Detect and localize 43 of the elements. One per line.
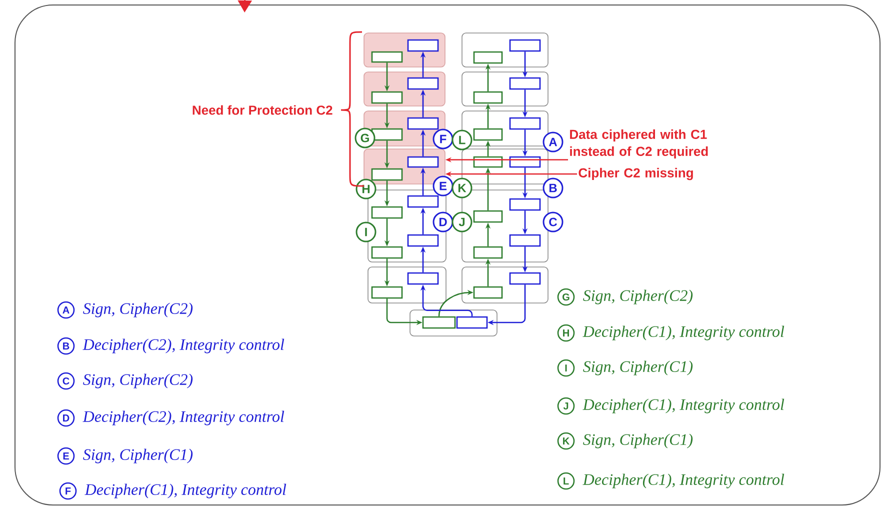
legend-text: Decipher(C1), Integrity control	[582, 474, 784, 488]
legend-text: Sign, Cipher(C2)	[83, 374, 193, 388]
process-box	[473, 51, 503, 64]
process-box	[473, 128, 503, 141]
process-box	[509, 272, 541, 285]
legend-text: Decipher(C1), Integrity control	[582, 398, 784, 414]
annotation-text: Data ciphered with C1 instead of C2 required	[570, 129, 708, 159]
legend-text: Sign, Cipher(C1)	[83, 448, 193, 464]
process-box	[509, 234, 541, 247]
legend-text: Decipher(C1), Integrity control	[84, 484, 286, 498]
process-box	[407, 272, 439, 285]
process-box	[509, 117, 541, 130]
process-box	[371, 206, 403, 219]
process-box	[509, 77, 541, 90]
process-box	[407, 156, 439, 168]
process-box	[473, 210, 503, 223]
process-box	[407, 195, 439, 208]
process-box	[509, 39, 541, 52]
process-box	[456, 316, 488, 329]
annotation-text: Need for Protection C2	[192, 105, 332, 115]
legend-text: Sign, Cipher(C2)	[83, 302, 193, 318]
process-box	[371, 128, 403, 141]
process-box	[473, 246, 503, 259]
process-box	[407, 77, 439, 90]
legend-text: Decipher(C2), Integrity control	[82, 338, 284, 354]
legend-text: Decipher(C1), Integrity control	[582, 326, 784, 340]
legend-text: Sign, Cipher(C2)	[583, 290, 693, 304]
process-box	[473, 286, 503, 299]
process-box	[509, 198, 541, 211]
annotation-text: Cipher C2 missing	[578, 168, 693, 180]
process-box	[371, 91, 403, 104]
legend-text: Sign, Cipher(C1)	[583, 360, 693, 376]
process-box	[422, 316, 456, 329]
process-box	[371, 286, 403, 299]
legend-text: Decipher(C2), Integrity control	[82, 410, 284, 426]
process-box	[407, 39, 439, 52]
process-box	[407, 234, 439, 247]
process-box	[473, 91, 503, 104]
legend-text: Sign, Cipher(C1)	[583, 434, 693, 448]
process-box	[371, 51, 403, 63]
process-box	[371, 168, 403, 181]
process-box	[407, 117, 439, 130]
process-box	[371, 246, 403, 259]
